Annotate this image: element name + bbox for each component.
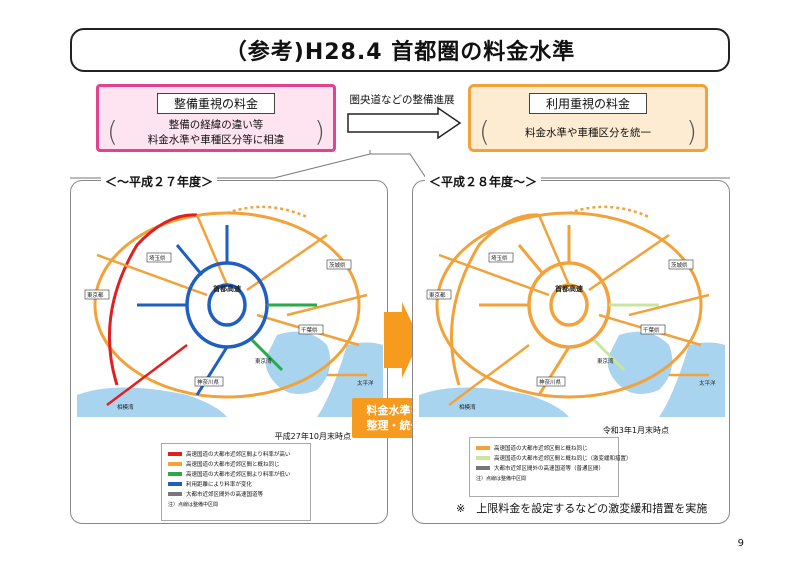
sagami-bay-shape xyxy=(77,387,227,417)
unify-arrow-icon xyxy=(384,302,420,378)
network-map-before: 埼玉県 東京都 茨城県 千葉県 神奈川県 首都高速 東京湾 太平洋 相模湾 xyxy=(77,205,383,417)
timestamp-before: 平成27年10月末時点 xyxy=(274,432,351,441)
panel-title-before: ＜～平成２７年度＞ xyxy=(101,173,218,190)
legend-note: 注）点線は整備中区間 xyxy=(168,502,219,508)
map-label-shuto: 首都高速 xyxy=(555,284,583,293)
legend-after: 高速国道の大都市近郊区間と概ね同じ 高速国道の大都市近郊区間と概ね同じ（激変緩和… xyxy=(469,437,632,497)
policy-label-before: 整備重視の料金 xyxy=(156,93,276,114)
map-label-shuto: 首都高速 xyxy=(213,284,241,293)
map-label-pacific: 太平洋 xyxy=(357,379,374,387)
progress-text: 圏央道などの整備進展 xyxy=(349,94,455,106)
map-label-kanagawa: 神奈川県 xyxy=(539,378,562,386)
legend-item: 高速国道の大都市近郊区間と概ね同じ xyxy=(168,459,304,469)
panel-after: ＜平成２８年度～＞ 埼玉県 東京都 茨城県 千葉県 神奈川県 首都高速 東京湾 xyxy=(412,173,730,524)
map-label-saitama: 埼玉県 xyxy=(491,254,508,262)
timestamp-after: 令和3年1月末時点 xyxy=(602,426,669,435)
unify-label-line: 料金水準を xyxy=(366,404,422,417)
legend-label: 高速国道の大都市近郊区間より料率が高い xyxy=(186,452,291,458)
legend-item: 大都市近郊区間外の高速国道等 xyxy=(168,489,304,499)
map-label-tokyo: 東京都 xyxy=(87,291,104,299)
legend-swatch xyxy=(168,472,182,476)
panel-title-after: ＜平成２８年度～＞ xyxy=(425,173,542,190)
policy-desc-line: 料金水準や車種区分等に相違 xyxy=(147,134,285,146)
tokyo-bay-shape xyxy=(607,331,673,394)
policy-box-before: 整備重視の料金 整備の経緯の違い等 料金水準や車種区分等に相違 xyxy=(96,84,336,152)
legend-label: 大都市近郊区間外の高速国道等 xyxy=(186,492,264,498)
legend-item: 利用距離により料率が変化 xyxy=(168,479,304,489)
legend-swatch xyxy=(476,466,490,470)
legend-item: 高速国道の大都市近郊区間より料率が低い xyxy=(168,469,304,479)
map-label-tokyo-bay: 東京湾 xyxy=(597,357,614,365)
map-label-pacific: 太平洋 xyxy=(699,379,716,387)
map-label-tokyo: 東京都 xyxy=(429,291,446,299)
map-label-kanagawa: 神奈川県 xyxy=(197,378,220,386)
sagami-bay-shape xyxy=(419,387,569,417)
policy-desc-line: 料金水準や車種区分を統一 xyxy=(525,126,651,139)
legend-swatch xyxy=(168,492,182,496)
map-label-saitama: 埼玉県 xyxy=(149,254,166,262)
legend-item: 高速国道の大都市近郊区間と概ね同じ xyxy=(476,443,612,453)
legend-item: 大都市近郊区間外の高速国道等（普通区間） xyxy=(476,463,612,473)
legend-swatch xyxy=(168,452,182,456)
panel-before: ＜～平成２７年度＞ 埼玉県 東京都 茨城県 千葉県 xyxy=(70,173,388,524)
legend-label: 高速国道の大都市近郊区間と概ね同じ（激変緩和措置） xyxy=(494,456,632,462)
map-label-ibaraki: 茨城県 xyxy=(671,261,688,269)
tokyo-bay-shape xyxy=(265,331,331,394)
legend-label: 利用距離により料率が変化 xyxy=(186,482,252,488)
page-number: 9 xyxy=(737,538,744,549)
legend-swatch xyxy=(476,446,490,450)
footnote: ※ 上限料金を設定するなどの激変緩和措置を実施 xyxy=(456,502,708,515)
policy-box-after: 利用重視の料金 料金水準や車種区分を統一 xyxy=(468,84,708,152)
unify-label-line: 整理・統一 xyxy=(366,419,422,432)
legend-item: 高速国道の大都市近郊区間より料率が高い xyxy=(168,449,304,459)
map-label-chiba: 千葉県 xyxy=(301,326,318,334)
transition-arrow-icon xyxy=(347,106,462,140)
policy-desc-after: 料金水準や車種区分を統一 xyxy=(479,117,697,149)
map-label-chiba: 千葉県 xyxy=(643,326,660,334)
policy-desc-before: 整備の経緯の違い等 料金水準や車種区分等に相違 xyxy=(107,117,325,149)
legend-swatch xyxy=(476,456,490,460)
policy-label-after: 利用重視の料金 xyxy=(528,93,648,114)
network-map-after: 埼玉県 東京都 茨城県 千葉県 神奈川県 首都高速 東京湾 太平洋 相模湾 xyxy=(419,205,725,417)
legend-label: 高速国道の大都市近郊区間と概ね同じ xyxy=(186,462,280,468)
legend-swatch xyxy=(168,482,182,486)
legend-before: 高速国道の大都市近郊区間より料率が高い 高速国道の大都市近郊区間と概ね同じ 高速… xyxy=(161,443,311,521)
policy-desc-line: 整備の経緯の違い等 xyxy=(168,119,264,131)
legend-label: 高速国道の大都市近郊区間と概ね同じ xyxy=(494,446,588,452)
map-label-sagami-bay: 相模湾 xyxy=(117,403,134,411)
pacific-shape xyxy=(659,342,725,417)
legend-label: 大都市近郊区間外の高速国道等（普通区間） xyxy=(494,466,605,472)
map-label-sagami-bay: 相模湾 xyxy=(459,403,476,411)
legend-item: 高速国道の大都市近郊区間と概ね同じ（激変緩和措置） xyxy=(476,453,632,463)
legend-label: 高速国道の大都市近郊区間より料率が低い xyxy=(186,472,291,478)
legend-swatch xyxy=(168,462,182,466)
map-label-tokyo-bay: 東京湾 xyxy=(255,357,272,365)
map-label-ibaraki: 茨城県 xyxy=(329,261,346,269)
page-title: （参考)H28.4 首都圏の料金水準 xyxy=(70,28,730,72)
legend-note: 注）点線は整備中区間 xyxy=(476,476,527,482)
